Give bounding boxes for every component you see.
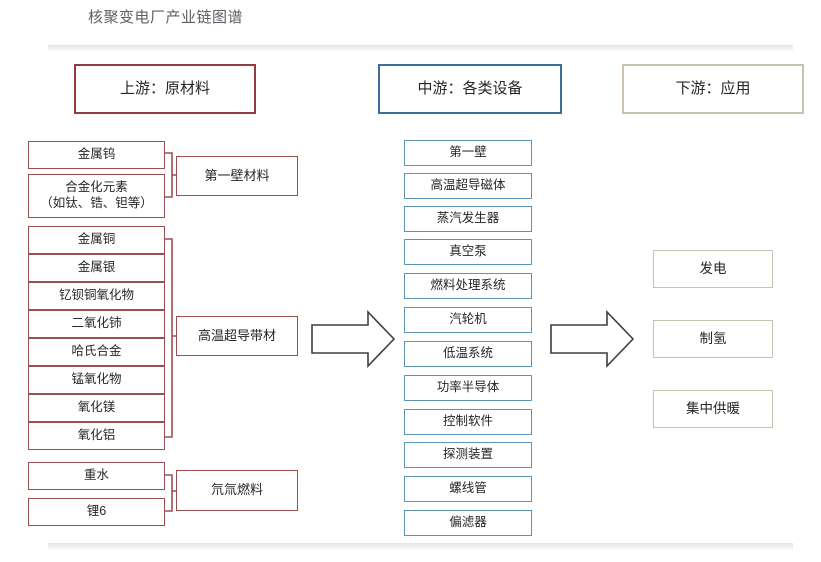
upstream-item[interactable]: 金属钨 — [28, 141, 165, 169]
upstream-item[interactable]: 锰氧化物 — [28, 366, 165, 394]
arrow-upstream-to-midstream — [311, 310, 396, 368]
bottom-divider — [48, 543, 793, 551]
header-downstream[interactable]: 下游：应用 — [622, 64, 804, 114]
downstream-item[interactable]: 制氢 — [653, 320, 773, 358]
page-title: 核聚变电厂产业链图谱 — [88, 9, 244, 26]
midstream-item[interactable]: 燃料处理系统 — [404, 273, 532, 299]
upstream-item[interactable]: 金属铜 — [28, 226, 165, 254]
midstream-item[interactable]: 真空泵 — [404, 239, 532, 265]
midstream-item[interactable]: 第一壁 — [404, 140, 532, 166]
midstream-item[interactable]: 探测装置 — [404, 442, 532, 468]
midstream-item[interactable]: 高温超导磁体 — [404, 173, 532, 199]
upstream-item[interactable]: 金属银 — [28, 254, 165, 282]
upstream-item[interactable]: 锂6 — [28, 498, 165, 526]
upstream-item[interactable]: 氧化铝 — [28, 422, 165, 450]
upstream-group-label[interactable]: 第一壁材料 — [176, 156, 298, 196]
upstream-item[interactable]: 合金化元素 （如钛、锆、钽等） — [28, 174, 165, 218]
header-midstream[interactable]: 中游：各类设备 — [378, 64, 562, 114]
upstream-item[interactable]: 哈氏合金 — [28, 338, 165, 366]
midstream-item[interactable]: 功率半导体 — [404, 375, 532, 401]
upstream-group-label[interactable]: 高温超导带材 — [176, 316, 298, 356]
downstream-item[interactable]: 集中供暖 — [653, 390, 773, 428]
upstream-group-label[interactable]: 氘氚燃料 — [176, 470, 298, 511]
midstream-item[interactable]: 汽轮机 — [404, 307, 532, 333]
midstream-item[interactable]: 蒸汽发生器 — [404, 206, 532, 232]
downstream-item[interactable]: 发电 — [653, 250, 773, 288]
arrow-midstream-to-downstream — [550, 310, 635, 368]
title-divider — [48, 45, 793, 52]
midstream-item[interactable]: 低温系统 — [404, 341, 532, 367]
upstream-item[interactable]: 氧化镁 — [28, 394, 165, 422]
midstream-item[interactable]: 偏滤器 — [404, 510, 532, 536]
header-upstream[interactable]: 上游：原材料 — [74, 64, 256, 114]
midstream-item[interactable]: 控制软件 — [404, 409, 532, 435]
midstream-item[interactable]: 螺线管 — [404, 476, 532, 502]
upstream-item[interactable]: 钇钡铜氧化物 — [28, 282, 165, 310]
upstream-item[interactable]: 重水 — [28, 462, 165, 490]
upstream-item[interactable]: 二氧化铈 — [28, 310, 165, 338]
